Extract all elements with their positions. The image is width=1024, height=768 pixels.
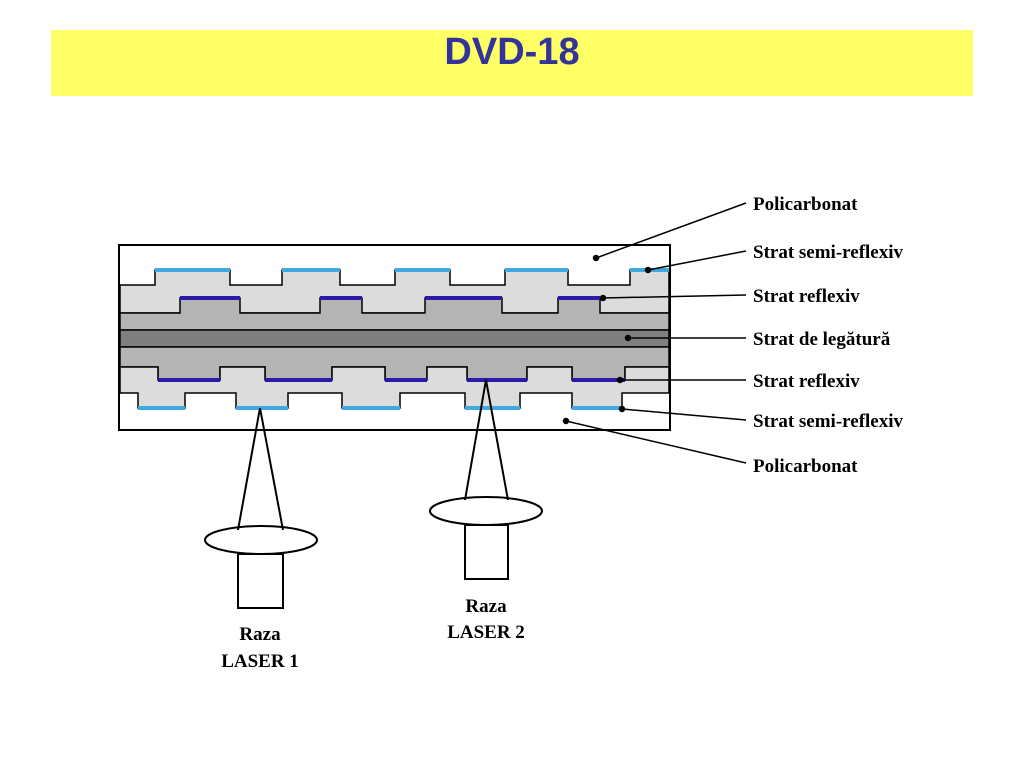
leader-line <box>602 294 747 299</box>
bonding-layer <box>119 329 670 348</box>
leader-dot <box>616 376 624 384</box>
leader-lines <box>562 202 747 464</box>
semi-reflective-strip <box>572 406 622 410</box>
laser-2-assembly <box>429 379 543 580</box>
reflective-strip <box>558 296 600 300</box>
laser-1-source <box>237 553 284 609</box>
label-reflexiv-bottom: Strat reflexiv <box>753 371 860 392</box>
laser-2-source <box>464 524 509 580</box>
laser-1-label-line2: LASER 1 <box>221 651 299 672</box>
lower-mid-layer <box>119 346 670 381</box>
laser-1-lens <box>204 525 318 555</box>
leader-dot <box>599 294 607 302</box>
reflective-strip <box>320 296 362 300</box>
leader-dot <box>624 334 632 342</box>
semi-reflective-strip <box>155 268 230 272</box>
label-semi-reflexiv-top: Strat semi-reflexiv <box>753 242 904 263</box>
laser-1-assembly <box>204 407 318 609</box>
reflective-strip <box>265 378 332 382</box>
laser-2-label-line1: Raza <box>465 596 507 617</box>
leader-line <box>647 250 747 271</box>
label-reflexiv-top: Strat reflexiv <box>753 286 860 307</box>
layer-labels: Policarbonat Strat semi-reflexiv Strat r… <box>753 194 904 477</box>
leader-line <box>565 420 747 464</box>
reflective-strip <box>158 378 220 382</box>
leader-dot <box>562 417 570 425</box>
title-bar <box>51 30 973 96</box>
semi-reflective-strip <box>282 268 340 272</box>
leader-line <box>621 408 747 421</box>
laser-1-beam-right <box>259 407 284 531</box>
laser-2-label-line2: LASER 2 <box>447 622 525 643</box>
reflective-strip <box>180 296 240 300</box>
semi-reflective-strip <box>395 268 450 272</box>
label-legatura: Strat de legătură <box>753 329 891 350</box>
leader-line <box>595 202 747 259</box>
reflective-strip <box>572 378 625 382</box>
semi-reflective-strip <box>138 406 185 410</box>
semi-reflective-strip <box>465 406 520 410</box>
leader-dot <box>618 405 626 413</box>
semi-reflective-strip <box>505 268 568 272</box>
leader-dot <box>644 266 652 274</box>
reflective-strip <box>425 296 502 300</box>
laser-2-beam-right <box>485 379 509 501</box>
bottom-semi-reflective-strips <box>138 406 622 410</box>
semi-reflective-strip <box>236 406 288 410</box>
label-semi-reflexiv-bottom: Strat semi-reflexiv <box>753 411 904 432</box>
laser-2-beam-left <box>464 379 487 501</box>
slide-title: DVD-18 <box>444 31 580 73</box>
reflective-strip <box>467 378 527 382</box>
laser-1-label-line1: Raza <box>239 624 281 645</box>
laser-2-lens <box>429 496 543 526</box>
leader-dot <box>592 254 600 262</box>
top-reflective-strips <box>180 296 600 300</box>
reflective-strip <box>385 378 427 382</box>
semi-reflective-strip <box>342 406 400 410</box>
bottom-reflective-strips <box>158 378 625 382</box>
label-policarbonat-top: Policarbonat <box>753 194 858 215</box>
disc-cross-section <box>118 244 671 431</box>
label-policarbonat-bottom: Policarbonat <box>753 456 858 477</box>
laser-1-beam-left <box>237 407 261 531</box>
